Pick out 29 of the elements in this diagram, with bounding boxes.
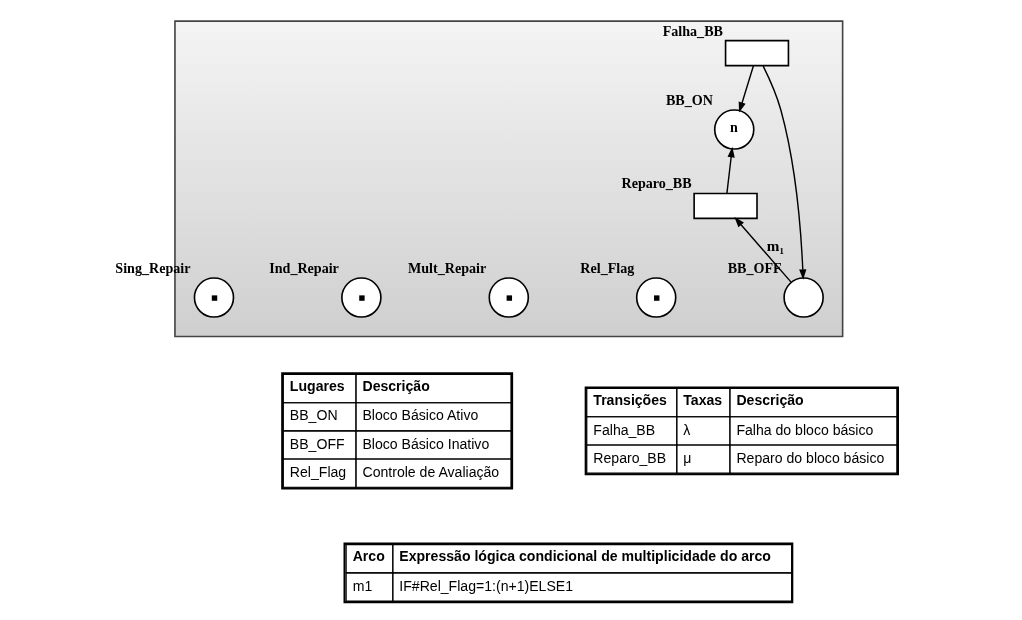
- label: Lugares: [289, 378, 345, 395]
- label: Descrição: [735, 392, 804, 409]
- label: BB_OFF: [289, 435, 345, 452]
- label: Taxas: [682, 392, 722, 409]
- node-label: Mult_Repair: [407, 260, 486, 277]
- label: Bloco Básico Ativo: [361, 407, 478, 424]
- label: Bloco Básico Inativo: [361, 435, 489, 452]
- label: Descrição: [361, 378, 430, 395]
- label: Transições: [592, 392, 667, 409]
- label: Rel_Flag: [289, 463, 346, 480]
- label: Reparo_BB: [592, 449, 666, 466]
- edge-label: m₁: [766, 237, 784, 255]
- node-label: Rel_Flag: [579, 260, 634, 277]
- label: m1: [352, 577, 372, 594]
- label: Expressão lógica condicional de multiplicidade do arco: [398, 548, 771, 565]
- label: Falha_BB: [592, 421, 655, 438]
- node-label: BB_OFF: [727, 260, 782, 277]
- label: λ: [682, 421, 690, 438]
- label: BB_ON: [289, 407, 338, 424]
- node-label: Falha_BB: [662, 22, 723, 39]
- label: μ: [682, 449, 691, 466]
- node-label: Reparo_BB: [621, 175, 692, 192]
- label: Reparo do bloco básico: [735, 449, 884, 466]
- node-label: Ind_Repair: [268, 260, 339, 277]
- label: IF#Rel_Flag=1:(n+1)ELSE1: [398, 577, 573, 594]
- node-label: BB_ON: [665, 92, 713, 109]
- label: Falha do bloco básico: [735, 421, 873, 438]
- label: Arco: [352, 548, 385, 565]
- label: Controle de Avaliação: [361, 463, 499, 480]
